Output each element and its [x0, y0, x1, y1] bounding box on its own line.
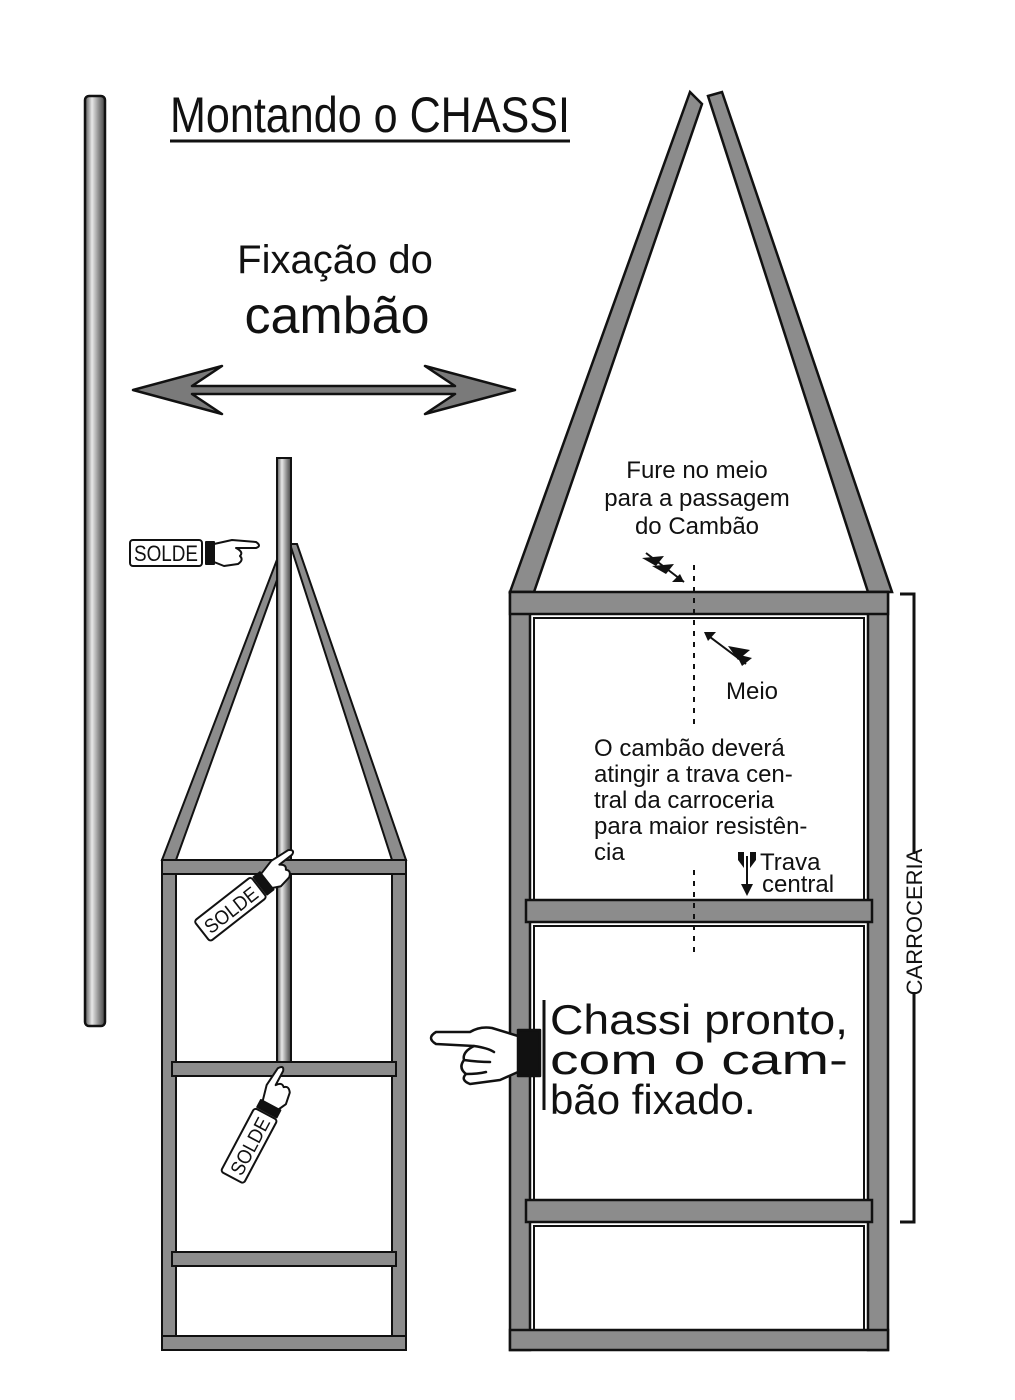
cambao-note-line5: cia [594, 839, 625, 866]
fure-line1: Fure no meio [626, 457, 767, 484]
solde-hand-2-icon [252, 849, 295, 896]
trava-line2: central [762, 871, 834, 898]
meio-arrow-icon [704, 632, 752, 666]
trava-line1: Trava [760, 849, 821, 876]
solde-tag-3: SOLDE [220, 1065, 291, 1184]
fure-line2: para a passagem [604, 485, 789, 512]
solde-hand-3-icon [256, 1065, 291, 1119]
fixacao-line1: Fixação do [237, 238, 433, 282]
trava-arrow-icon [738, 852, 756, 896]
meio-label: Meio [726, 678, 778, 705]
double-arrow-icon [131, 364, 517, 416]
pronto-line2: com o cam- [550, 1036, 848, 1083]
carroceria-label: CARROCERIA [902, 848, 927, 995]
cambao-note-line4: para maior resistên- [594, 813, 807, 840]
diagram-title: Montando o CHASSI [170, 87, 570, 143]
pronto-line3: bão fixado. [550, 1076, 756, 1123]
large-chassis-frame [508, 89, 894, 1352]
carroceria-bracket [900, 592, 916, 1224]
pointing-hand-icon [429, 1026, 542, 1086]
pronto-line1: Chassi pronto, [550, 996, 848, 1043]
solde-tag-1: SOLDE [129, 539, 260, 567]
solde-hand-1-icon [205, 539, 260, 567]
solde-tag-1-label: SOLDE [134, 541, 198, 566]
cambao-note-line1: O cambão deverá [594, 735, 785, 762]
loose-cambao-rod [83, 94, 107, 1028]
fixacao-line2: cambão [245, 287, 430, 345]
cambao-note-line3: tral da carroceria [594, 787, 775, 814]
cambao-note-line2: atingir a trava cen- [594, 761, 793, 788]
fure-line3: do Cambão [635, 513, 759, 540]
small-chassis-frame [160, 457, 408, 1351]
fure-arrow-icon [642, 552, 685, 583]
